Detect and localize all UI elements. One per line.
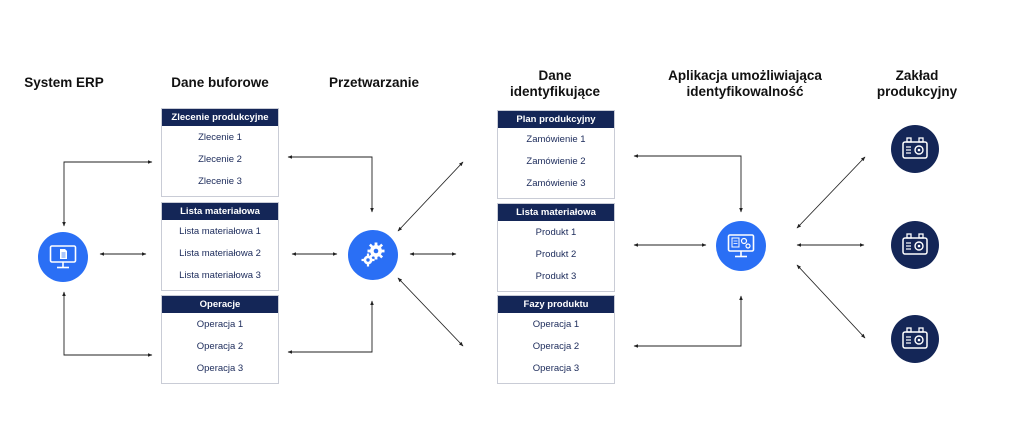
arrow-orders-to-processing bbox=[287, 155, 374, 213]
arrow-phases-to-app bbox=[633, 295, 743, 348]
box-title: Zlecenie produkcyjne bbox=[162, 109, 278, 126]
computer-document-icon bbox=[38, 232, 88, 282]
arrow-app-to-plant-3 bbox=[796, 264, 866, 339]
header-production-plant-line1: Zakład bbox=[895, 68, 939, 83]
list-item: Zlecenie 1 bbox=[198, 132, 242, 143]
header-identifying-data-line2: identyfikujące bbox=[509, 84, 601, 99]
list-item: Operacja 3 bbox=[196, 363, 244, 374]
header-traceability-app: Aplikacja umożliwiająca identyfikowalnoś… bbox=[655, 68, 835, 100]
machine-glyph bbox=[902, 233, 928, 255]
list-item: Operacja 1 bbox=[196, 319, 244, 330]
header-traceability-app-line1: Aplikacja umożliwiająca bbox=[668, 68, 822, 83]
box-title: Operacje bbox=[162, 296, 278, 313]
header-system-erp: System ERP bbox=[14, 75, 114, 91]
buffer-box-production-orders: Zlecenie produkcyjne Zlecenie 1 Zlecenie… bbox=[161, 108, 279, 197]
list-item: Produkt 2 bbox=[535, 249, 577, 260]
list-item: Zlecenie 3 bbox=[198, 176, 242, 187]
list-item: Produkt 1 bbox=[535, 227, 577, 238]
buffer-box-bill-of-materials: Lista materiałowa Lista materiałowa 1 Li… bbox=[161, 202, 279, 291]
machine-glyph bbox=[902, 327, 928, 349]
header-processing: Przetwarzanie bbox=[314, 75, 434, 91]
header-production-plant: Zakład produkcyjny bbox=[862, 68, 972, 100]
computer-document-glyph bbox=[49, 245, 77, 269]
list-item: Zlecenie 2 bbox=[198, 154, 242, 165]
box-title: Fazy produktu bbox=[498, 296, 614, 313]
box-title: Plan produkcyjny bbox=[498, 111, 614, 128]
header-production-plant-line2: produkcyjny bbox=[876, 84, 958, 99]
header-identifying-data-line1: Dane bbox=[538, 68, 572, 83]
machine-icon bbox=[891, 315, 939, 363]
header-buffer-data: Dane buforowe bbox=[150, 75, 290, 91]
arrow-processing-to-phases bbox=[397, 277, 464, 347]
arrow-app-to-plant-1 bbox=[796, 156, 866, 229]
list-item: Operacja 2 bbox=[532, 341, 580, 352]
list-item: Zamówienie 3 bbox=[526, 178, 586, 189]
list-item: Operacja 2 bbox=[196, 341, 244, 352]
arrow-processing-to-plan bbox=[397, 161, 464, 232]
header-traceability-app-line2: identyfikowalność bbox=[686, 84, 804, 99]
gears-icon bbox=[348, 230, 398, 280]
list-item: Zamówienie 1 bbox=[526, 134, 586, 145]
arrow-erp-to-operations bbox=[62, 291, 153, 357]
box-title: Lista materiałowa bbox=[498, 204, 614, 221]
box-title: Lista materiałowa bbox=[162, 203, 278, 220]
ident-box-production-plan: Plan produkcyjny Zamówienie 1 Zamówienie… bbox=[497, 110, 615, 199]
arrow-plan-to-app bbox=[633, 154, 743, 213]
machine-icon bbox=[891, 125, 939, 173]
computer-gears-icon bbox=[716, 221, 766, 271]
list-item: Zamówienie 2 bbox=[526, 156, 586, 167]
list-item: Lista materiałowa 3 bbox=[179, 270, 261, 281]
machine-icon bbox=[891, 221, 939, 269]
header-system-erp-text: System ERP bbox=[24, 75, 104, 90]
computer-gears-glyph bbox=[727, 234, 755, 258]
machine-glyph bbox=[902, 137, 928, 159]
list-item: Lista materiałowa 2 bbox=[179, 248, 261, 259]
list-item: Operacja 1 bbox=[532, 319, 580, 330]
list-item: Produkt 3 bbox=[535, 271, 577, 282]
header-identifying-data: Dane identyfikujące bbox=[490, 68, 620, 100]
arrow-operations-to-processing bbox=[287, 300, 374, 354]
arrow-erp-to-orders bbox=[62, 160, 153, 227]
header-buffer-data-text: Dane buforowe bbox=[171, 75, 269, 90]
list-item: Operacja 3 bbox=[532, 363, 580, 374]
list-item: Lista materiałowa 1 bbox=[179, 226, 261, 237]
ident-box-product-phases: Fazy produktu Operacja 1 Operacja 2 Oper… bbox=[497, 295, 615, 384]
gears-glyph bbox=[361, 242, 385, 267]
ident-box-bill-of-materials: Lista materiałowa Produkt 1 Produkt 2 Pr… bbox=[497, 203, 615, 292]
buffer-box-operations: Operacje Operacja 1 Operacja 2 Operacja … bbox=[161, 295, 279, 384]
header-processing-text: Przetwarzanie bbox=[328, 75, 420, 90]
